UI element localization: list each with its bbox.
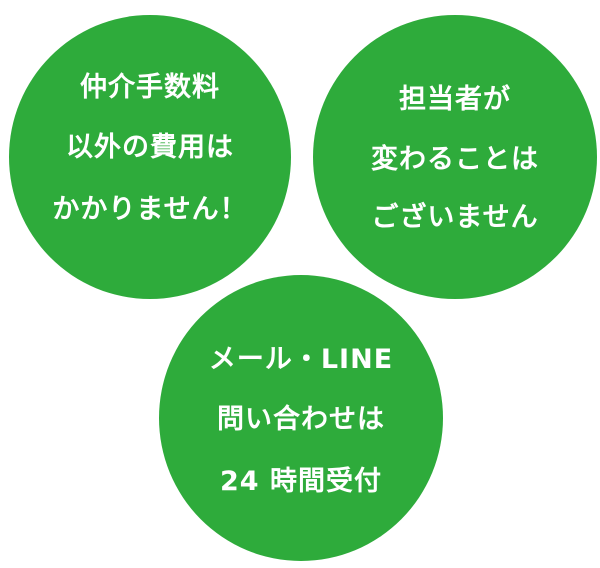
- badge-text-line: 担当者が: [399, 84, 511, 115]
- badge-text-line: メール・LINE: [208, 344, 394, 375]
- badge-text-line: 24 時間受付: [220, 466, 382, 497]
- feature-badge-no-extra-fees: 仲介手数料 以外の費用は かかりません！: [9, 15, 291, 299]
- badge-text-line: 問い合わせは: [217, 404, 385, 435]
- feature-badge-24h-contact: メール・LINE 問い合わせは 24 時間受付: [159, 275, 443, 561]
- feature-badge-same-agent: 担当者が 変わることは ございません: [313, 15, 597, 299]
- badge-text-line: ございません: [371, 202, 539, 233]
- badge-text-line: 仲介手数料: [80, 72, 220, 103]
- badge-text-line: かかりません！: [52, 194, 248, 225]
- badge-text-line: 以外の費用は: [66, 132, 234, 163]
- badge-text-line: 変わることは: [371, 144, 539, 175]
